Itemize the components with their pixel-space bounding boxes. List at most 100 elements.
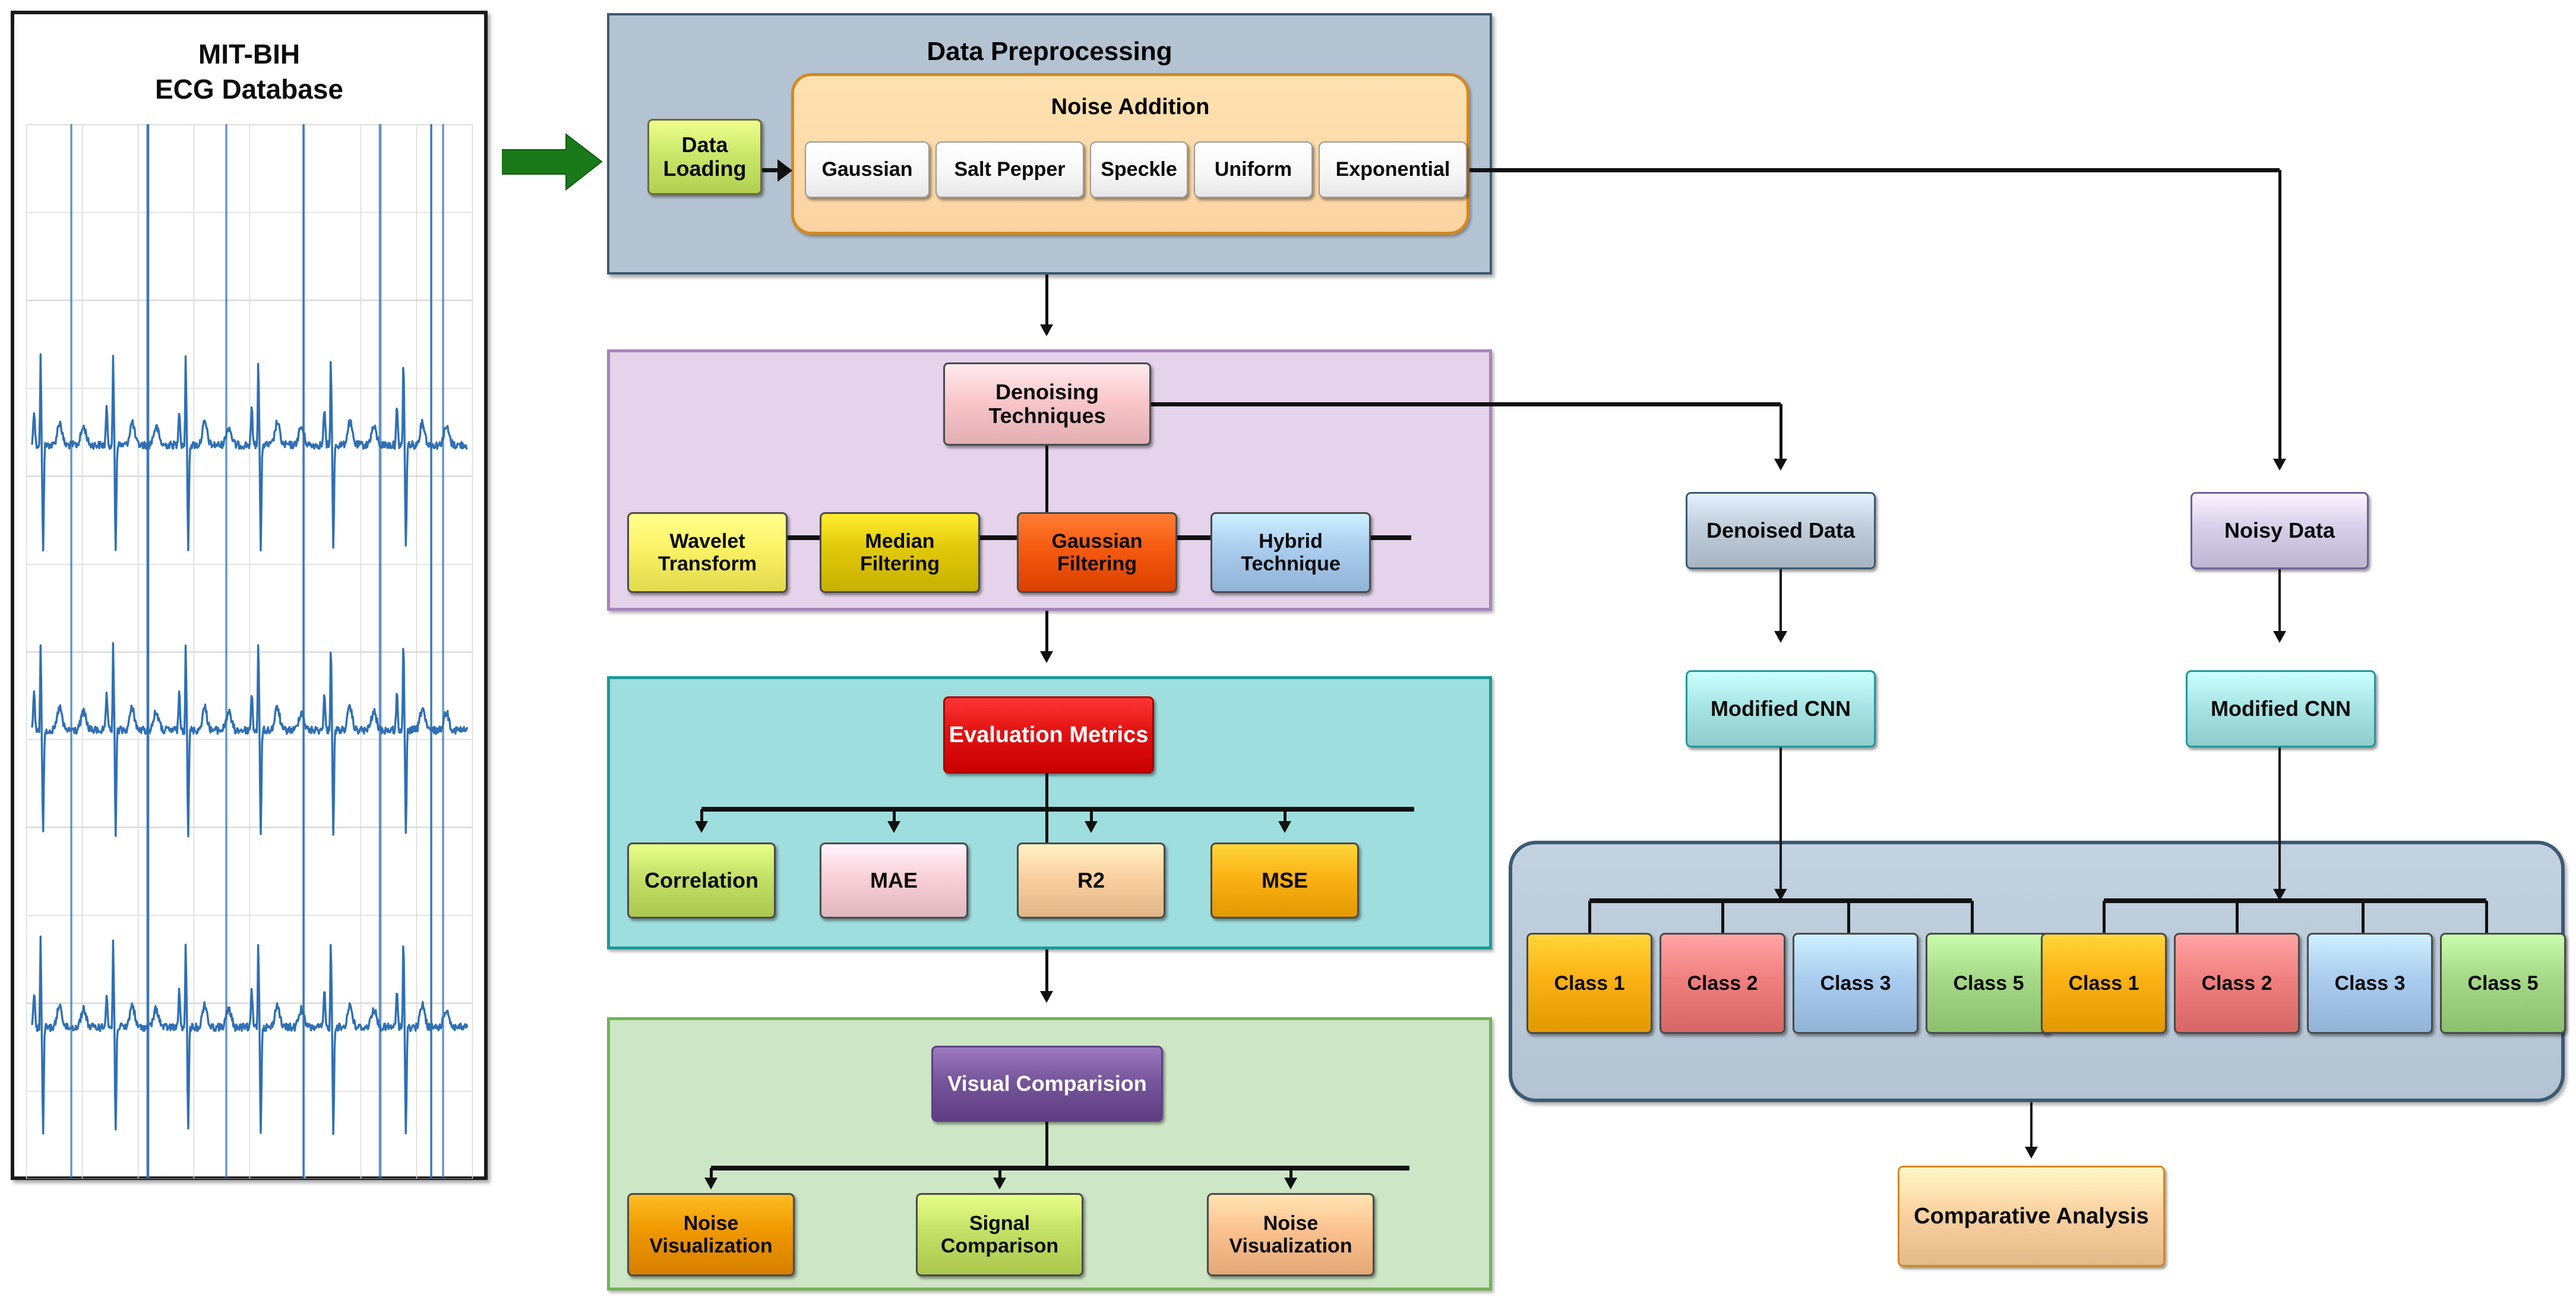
connector-line xyxy=(998,1168,1001,1181)
comparative-analysis-node[interactable]: Comparative Analysis xyxy=(1898,1166,2165,1267)
denoising-item-1-line2: Transform xyxy=(658,553,757,575)
evaluation-item-mse-line1: MSE xyxy=(1261,867,1308,892)
evaluation-item-mse[interactable]: MSE xyxy=(1210,843,1359,919)
visual-item-3-line2: Visualization xyxy=(1229,1235,1352,1257)
connector-line xyxy=(2278,747,2281,897)
connector-line xyxy=(1721,901,1724,935)
connector-line xyxy=(2485,901,2488,935)
visual-item-2-line2: Comparison xyxy=(940,1235,1059,1257)
ecg-traces xyxy=(31,124,469,1179)
class-left-2[interactable]: Class 2 xyxy=(1660,933,1785,1034)
denoising-item-4-line2: Technique xyxy=(1241,553,1341,575)
class-left-4[interactable]: Class 5 xyxy=(1926,933,2052,1034)
class-right-4[interactable]: Class 5 xyxy=(2440,933,2566,1034)
connector-line xyxy=(1780,747,1782,897)
connector-line xyxy=(2102,901,2106,935)
noise-item-label: Uniform xyxy=(1214,158,1292,181)
modified-cnn-right-node[interactable]: Modified CNN xyxy=(2186,670,2376,747)
class-left-1-line1: Class 1 xyxy=(1554,971,1625,995)
visual-item-1-line2: Visualization xyxy=(649,1235,773,1257)
data-loading-line2: Loading xyxy=(663,156,747,181)
evaluation-item-r2-line1: R2 xyxy=(1077,867,1105,892)
connector-line xyxy=(1045,1122,1048,1170)
data-loading-node[interactable]: Data Loading xyxy=(647,119,762,195)
class-right-3[interactable]: Class 3 xyxy=(2307,933,2433,1034)
arrow-head xyxy=(2273,889,2286,901)
class-right-1[interactable]: Class 1 xyxy=(2041,933,2167,1034)
evaluation-item-r2[interactable]: R2 xyxy=(1017,843,1165,919)
connector-line xyxy=(2030,1102,2033,1151)
data-loading-line1: Data xyxy=(681,132,728,157)
noise-item-label: Gaussian xyxy=(821,158,913,181)
class-left-3-line1: Class 3 xyxy=(1820,971,1891,995)
noise-item-gaussian[interactable]: Gaussian xyxy=(805,141,930,198)
class-right-4-line1: Class 5 xyxy=(2467,971,2539,995)
noise-item-salt-pepper[interactable]: Salt Pepper xyxy=(935,141,1084,198)
connector-line xyxy=(701,807,1414,812)
denoising-item-3-line2: Filtering xyxy=(1057,553,1137,575)
arrow-head xyxy=(1040,991,1053,1003)
noise-item-uniform[interactable]: Uniform xyxy=(1194,141,1313,198)
noisy-data-label: Noisy Data xyxy=(2224,518,2335,542)
arrow-head xyxy=(704,1178,718,1189)
denoising-techniques-node[interactable]: Denoising Techniques xyxy=(943,362,1151,446)
denoising-item-4-line1: Hybrid xyxy=(1259,529,1323,553)
arrow-head xyxy=(2273,459,2286,471)
arrow-head xyxy=(1278,821,1291,833)
noise-item-label: Exponential xyxy=(1335,158,1450,181)
connector-line xyxy=(1045,274,1048,334)
class-right-1-line1: Class 1 xyxy=(2068,971,2139,995)
connector-line xyxy=(2104,898,2486,903)
arrow-head xyxy=(993,1178,1006,1189)
evaluation-metrics-node[interactable]: Evaluation Metrics xyxy=(943,696,1154,774)
connector-line xyxy=(1151,402,1781,406)
arrow-head xyxy=(1774,631,1787,643)
noise-item-exponential[interactable]: Exponential xyxy=(1319,141,1467,198)
connector-line xyxy=(2361,901,2365,935)
arrow-head xyxy=(2025,1147,2038,1159)
class-left-2-line1: Class 2 xyxy=(1687,971,1758,995)
arrow-head xyxy=(1040,324,1053,336)
arrow-head xyxy=(1040,651,1053,663)
noisy-data-node[interactable]: Noisy Data xyxy=(2191,492,2369,569)
arrow-head xyxy=(2273,631,2286,643)
denoised-data-node[interactable]: Denoised Data xyxy=(1686,492,1876,569)
connector-line xyxy=(711,1166,1409,1170)
evaluation-item-correlation[interactable]: Correlation xyxy=(627,843,776,919)
ecg-title-line1: MIT-BIH xyxy=(198,39,301,70)
visual-item-2-line1: Signal xyxy=(969,1211,1030,1235)
evaluation-item-mae[interactable]: MAE xyxy=(820,843,968,919)
connector-line xyxy=(1847,901,1850,935)
modified-cnn-left-node[interactable]: Modified CNN xyxy=(1686,670,1876,747)
evaluation-item-mae-line1: MAE xyxy=(870,867,918,892)
arrow-head xyxy=(695,821,708,833)
connector-line xyxy=(1289,1168,1292,1181)
denoising-item-2-line2: Filtering xyxy=(859,553,940,575)
arrow-head xyxy=(777,159,792,182)
noise-item-speckle[interactable]: Speckle xyxy=(1090,141,1188,198)
noise-addition-title: Noise Addition xyxy=(1051,94,1210,119)
denoising-item-3-line1: Gaussian xyxy=(1051,529,1143,553)
connector-line xyxy=(2278,569,2281,639)
evaluation-item-correlation-line1: Correlation xyxy=(644,867,759,892)
visual-comparision-node[interactable]: Visual Comparision xyxy=(931,1046,1163,1122)
arrow-head xyxy=(1774,459,1787,471)
green-arrow-icon xyxy=(502,132,603,191)
connector-line xyxy=(1089,809,1093,826)
ecg-database-panel: MIT-BIH ECG Database xyxy=(11,11,488,1180)
connector-line xyxy=(1780,569,1782,639)
connector-line xyxy=(1045,949,1048,998)
class-right-2[interactable]: Class 2 xyxy=(2174,933,2300,1034)
denoising-item-2-line1: Median xyxy=(865,529,935,553)
data-preprocessing-title: Data Preprocessing xyxy=(927,37,1172,66)
class-left-1[interactable]: Class 1 xyxy=(1526,933,1652,1034)
visual-head-label: Visual Comparision xyxy=(947,1071,1147,1096)
class-left-3[interactable]: Class 3 xyxy=(1793,933,1918,1034)
